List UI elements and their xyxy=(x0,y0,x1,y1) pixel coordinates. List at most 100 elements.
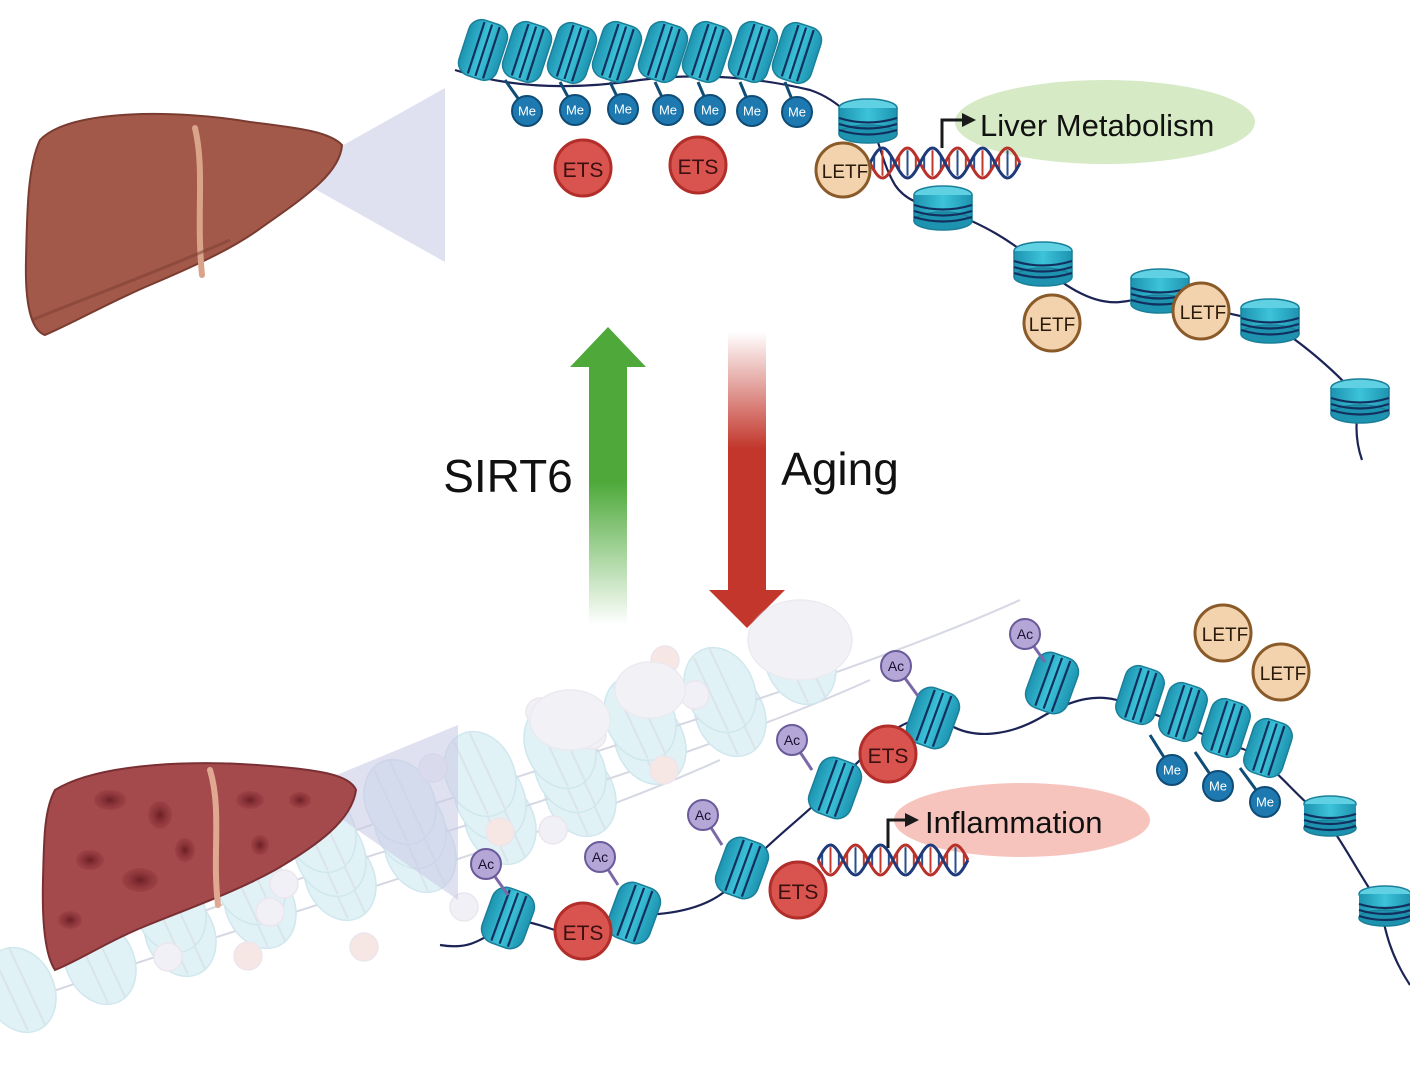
nucleosome xyxy=(1013,241,1073,287)
nucleosome xyxy=(727,20,779,84)
svg-text:Ac: Ac xyxy=(695,807,711,823)
aging-label: Aging xyxy=(781,443,899,495)
svg-text:Me: Me xyxy=(1256,795,1274,810)
svg-text:ETS: ETS xyxy=(678,156,719,179)
svg-text:Me: Me xyxy=(614,102,632,117)
svg-text:Ac: Ac xyxy=(478,856,494,872)
transcription-arrow xyxy=(886,818,908,848)
nucleosome xyxy=(838,98,898,144)
dna-helix-icon xyxy=(868,146,1022,180)
nucleosome xyxy=(457,18,509,82)
letf-factor: LETF xyxy=(1251,642,1311,702)
methyl-mark: Me xyxy=(1238,767,1281,818)
healthy-liver-icon xyxy=(24,112,344,337)
nucleosome xyxy=(1201,697,1251,759)
inflammation-bubble xyxy=(894,783,1150,857)
nucleosome xyxy=(807,756,863,820)
diseased-liver-icon xyxy=(41,762,358,972)
nucleosome xyxy=(1115,664,1165,726)
svg-text:Me: Me xyxy=(743,104,761,119)
nucleosome xyxy=(1240,298,1300,344)
nucleosome xyxy=(546,21,598,85)
ets-factor: ETS xyxy=(768,860,828,920)
liver-metabolism-bubble xyxy=(955,80,1255,164)
nucleosome xyxy=(714,836,770,900)
nucleosome xyxy=(905,686,961,750)
svg-text:Ac: Ac xyxy=(784,732,800,748)
transcription-arrow xyxy=(940,118,965,148)
letf-factor: LETF xyxy=(814,141,872,199)
acetyl-mark: Ac xyxy=(880,650,920,697)
svg-text:LETF: LETF xyxy=(1202,625,1248,646)
zoom-wedge-bottom xyxy=(300,725,458,900)
nucleosome-array-bottom xyxy=(480,651,1410,950)
acetyl-mark: Ac xyxy=(1009,618,1047,663)
ets-factor: ETS xyxy=(668,135,728,195)
nucleosome-array-top xyxy=(457,18,1390,424)
nucleosome xyxy=(913,185,973,231)
svg-text:Ac: Ac xyxy=(592,849,608,865)
nucleosome xyxy=(1303,795,1357,837)
nucleosome xyxy=(591,20,643,84)
letf-factor: LETF xyxy=(1193,603,1253,663)
nucleosome xyxy=(1024,651,1080,715)
methyl-mark: Me xyxy=(607,81,639,125)
nucleosome xyxy=(1158,681,1208,743)
methyl-mark: Me xyxy=(1193,751,1234,802)
methyl-mark: Me xyxy=(781,81,813,128)
sirt6-label: SIRT6 xyxy=(443,450,573,502)
svg-text:ETS: ETS xyxy=(868,745,909,768)
svg-text:Me: Me xyxy=(1209,779,1227,794)
dna-helix-icon xyxy=(816,843,970,877)
nucleosome xyxy=(637,20,689,84)
sirt6-arrow xyxy=(570,327,646,625)
aging-arrow xyxy=(709,332,785,628)
methyl-mark: Me xyxy=(558,81,591,126)
svg-text:Me: Me xyxy=(566,103,584,118)
svg-text:LETF: LETF xyxy=(1260,664,1306,685)
acetyl-mark: Ac xyxy=(687,799,724,846)
acetyl-mark: Ac xyxy=(776,724,814,771)
methyl-mark: Me xyxy=(652,81,684,126)
nucleosome xyxy=(771,21,823,85)
svg-text:ETS: ETS xyxy=(563,922,604,945)
acetyl-mark: Ac xyxy=(470,848,510,896)
nucleosome xyxy=(681,20,733,84)
svg-text:Ac: Ac xyxy=(1017,626,1033,642)
methyl-mark: Me xyxy=(694,81,726,126)
ets-factor: ETS xyxy=(553,901,613,961)
nucleosome xyxy=(1330,378,1390,424)
acetyl-mark: Ac xyxy=(584,841,620,886)
nucleosome xyxy=(1243,717,1293,779)
methyl-mark: Me xyxy=(503,79,543,127)
inflammation-label: Inflammation xyxy=(925,805,1102,840)
nucleosome xyxy=(1358,885,1410,927)
letf-factor: LETF xyxy=(1171,281,1231,341)
svg-text:Me: Me xyxy=(1163,763,1181,778)
svg-text:Me: Me xyxy=(701,103,719,118)
ets-factor: ETS xyxy=(553,138,613,198)
svg-text:LETF: LETF xyxy=(1029,315,1075,336)
zoom-wedge-top xyxy=(290,88,445,262)
svg-text:Me: Me xyxy=(659,103,677,118)
svg-text:ETS: ETS xyxy=(778,881,819,904)
nucleosome xyxy=(501,20,553,84)
svg-text:Ac: Ac xyxy=(888,658,904,674)
ets-factor: ETS xyxy=(858,724,918,784)
svg-text:ETS: ETS xyxy=(563,159,604,182)
letf-factor: LETF xyxy=(1022,293,1082,353)
methyl-mark: Me xyxy=(1148,734,1188,786)
svg-text:Me: Me xyxy=(518,104,536,119)
nucleosome xyxy=(606,881,662,945)
methyl-mark: Me xyxy=(736,81,768,127)
nucleosome xyxy=(480,886,536,950)
methyl-marks-top: Me Me Me Me Me Me Me xyxy=(503,79,813,128)
svg-text:LETF: LETF xyxy=(822,162,868,183)
svg-text:LETF: LETF xyxy=(1180,303,1226,324)
svg-text:Me: Me xyxy=(788,105,806,120)
